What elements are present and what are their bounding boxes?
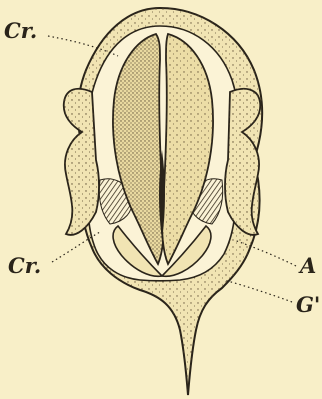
label-a: A (300, 255, 316, 276)
label-cr: Cr. (4, 20, 37, 41)
label-cr-s: Cr. (8, 255, 41, 276)
label-g: G' (296, 294, 320, 315)
leader-g (224, 280, 292, 302)
